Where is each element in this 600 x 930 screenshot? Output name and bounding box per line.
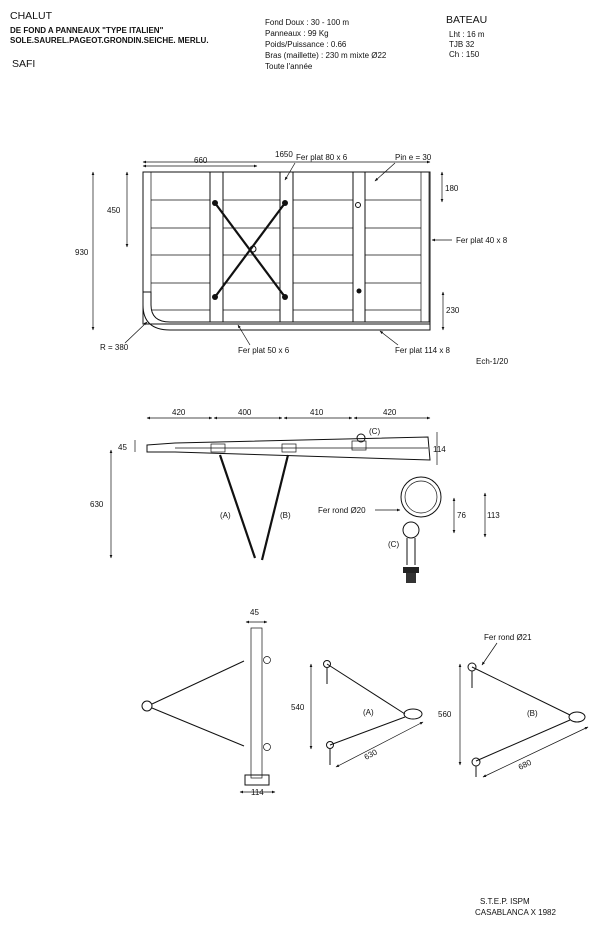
subtitle: DE FOND A PANNEAUX "TYPE ITALIEN" bbox=[10, 26, 164, 35]
ring-detail: Fer rond Ø20 76 113 (C) bbox=[318, 476, 500, 583]
bridle-cross bbox=[212, 200, 288, 300]
spec-bridles: Bras (maillette) : 230 m mixte Ø22 bbox=[265, 51, 387, 60]
dim-450: 450 bbox=[107, 206, 121, 215]
bridle-a bbox=[218, 454, 257, 559]
dim-45-front: 45 bbox=[250, 608, 259, 617]
species: SOLE.SAUREL.PAGEOT.GRONDIN.SEICHE. MERLU… bbox=[10, 36, 209, 45]
header: CHALUT DE FOND A PANNEAUX "TYPE ITALIEN"… bbox=[10, 10, 487, 71]
boat-length: Lht : 16 m bbox=[449, 30, 485, 39]
label-fer-plat-114: Fer plat 114 x 8 bbox=[395, 346, 451, 355]
dim-420-a: 420 bbox=[172, 408, 186, 417]
b-label: (B) bbox=[527, 709, 538, 718]
vertical-bars bbox=[209, 171, 366, 323]
top-view: 1650 660 930 450 180 230 Fer plat 80 x 6… bbox=[75, 150, 509, 366]
b-dim-560: 560 bbox=[438, 710, 452, 719]
dim-76: 76 bbox=[457, 511, 466, 520]
label-a: (A) bbox=[220, 511, 231, 520]
port: SAFI bbox=[12, 58, 35, 70]
a-dim-630: 630 bbox=[363, 747, 379, 761]
bridle-b bbox=[260, 454, 290, 561]
footer-place-date: CASABLANCA X 1982 bbox=[475, 908, 556, 917]
skid-plate bbox=[142, 291, 431, 331]
dim-400: 400 bbox=[238, 408, 252, 417]
boat-title: BATEAU bbox=[446, 14, 487, 26]
door-side bbox=[146, 436, 431, 461]
label-c: (C) bbox=[369, 427, 380, 436]
label-pin: Pin e = 30 bbox=[395, 153, 432, 162]
title: CHALUT bbox=[10, 10, 53, 22]
dim-45: 45 bbox=[118, 443, 127, 452]
bridle-views: 45 114 540 630 (A) 560 680 (B) Fer rond … bbox=[141, 608, 589, 797]
spec-weight-power: Poids/Puissance : 0.66 bbox=[265, 40, 347, 49]
label-fer-rond-20: Fer rond Ø20 bbox=[318, 506, 366, 515]
label-radius: R = 380 bbox=[100, 343, 129, 352]
dim-113: 113 bbox=[487, 511, 500, 520]
spec-season: Toute l'année bbox=[265, 62, 313, 71]
dim-930: 930 bbox=[75, 248, 89, 257]
label-fer-plat-40: Fer plat 40 x 8 bbox=[456, 236, 508, 245]
dim-1650: 1650 bbox=[275, 150, 293, 159]
side-view: 420 400 410 420 45 114 630 (A) (B) (C) bbox=[90, 408, 446, 561]
label-fer-plat-80: Fer plat 80 x 6 bbox=[296, 153, 348, 162]
dim-660: 660 bbox=[194, 156, 208, 165]
dim-180: 180 bbox=[445, 184, 459, 193]
a-dim-540: 540 bbox=[291, 703, 305, 712]
dim-420-b: 420 bbox=[383, 408, 397, 417]
dim-114: 114 bbox=[433, 445, 446, 454]
spec-depth: Fond Doux : 30 - 100 m bbox=[265, 18, 349, 27]
door-edge bbox=[250, 627, 263, 779]
spec-panels: Panneaux : 99 Kg bbox=[265, 29, 329, 38]
scale: Ech-1/20 bbox=[476, 357, 509, 366]
b-fer-rond-21: Fer rond Ø21 bbox=[484, 633, 532, 642]
a-label: (A) bbox=[363, 708, 374, 717]
label-b: (B) bbox=[280, 511, 291, 520]
boat-tonnage: TJB 32 bbox=[449, 40, 475, 49]
dim-630: 630 bbox=[90, 500, 104, 509]
dim-114-front: 114 bbox=[251, 788, 264, 797]
dim-410: 410 bbox=[310, 408, 324, 417]
dim-230: 230 bbox=[446, 306, 460, 315]
footer-org: S.T.E.P. ISPM bbox=[480, 897, 530, 906]
label-c-ring: (C) bbox=[388, 540, 399, 549]
boat-power: Ch : 150 bbox=[449, 50, 480, 59]
label-fer-plat-50: Fer plat 50 x 6 bbox=[238, 346, 290, 355]
